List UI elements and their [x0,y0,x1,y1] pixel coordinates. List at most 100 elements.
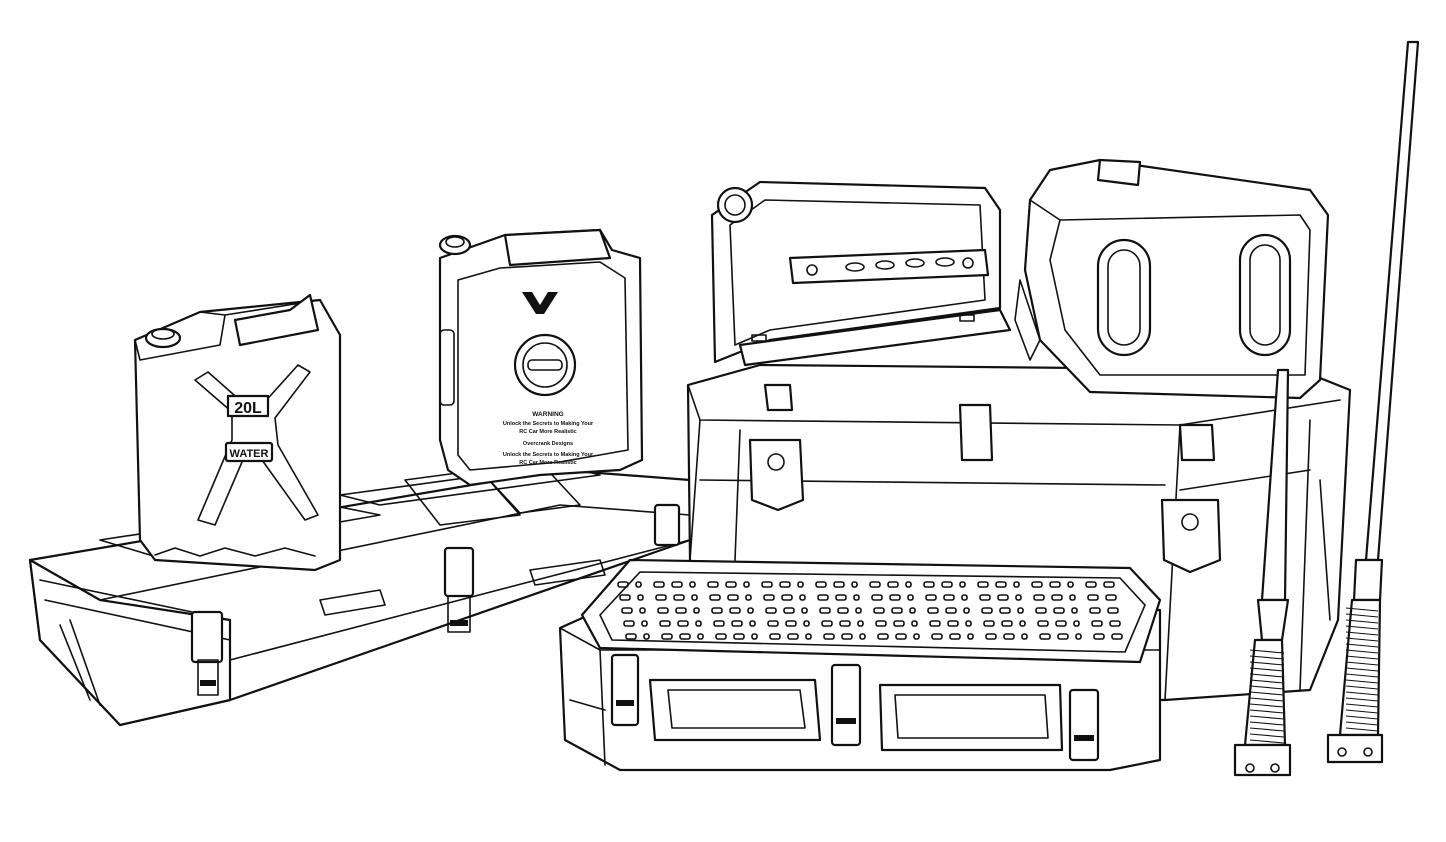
molle-slot [641,620,648,627]
molle-slot [931,633,943,640]
jerrycan-capacity-badge: 20L [226,394,270,418]
molle-slot [1021,633,1028,640]
molle-slot [1031,581,1043,588]
long-case-latch-center [443,546,475,633]
warning-line-2: RC Car More Realistic [519,429,576,435]
molle-slot [635,581,642,588]
molle-slot [1075,633,1082,640]
molle-slot-grid [617,581,1123,640]
capacity-label: 20L [234,400,262,417]
molle-slot [979,594,991,601]
molle-slot [855,607,862,614]
molle-slot [1087,594,1099,601]
molle-slot [1017,607,1024,614]
coil-winding [1249,691,1285,696]
molle-slot [733,633,745,640]
coil-winding [1249,727,1285,732]
molle-slot [767,620,779,627]
molle-slot [749,620,756,627]
molle-slot [707,581,719,588]
molle-slot [751,633,758,640]
molle-slot [1053,607,1065,614]
molle-slot [799,594,806,601]
molle-slot [875,620,887,627]
molle-slot [715,633,727,640]
flat-water-can [438,228,644,487]
molle-slot [927,607,939,614]
molle-slot [859,633,866,640]
molle-slot [963,607,970,614]
coil-winding [1345,649,1379,654]
molle-slot [815,581,827,588]
molle-slot [893,620,905,627]
footer-line-1: Unlock the Secrets to Making Your [503,452,594,458]
molle-slot [983,620,995,627]
molle-slot [851,581,858,588]
molle-slot [621,607,633,614]
molle-slot [1037,620,1049,627]
coil-winding [1345,703,1379,708]
molle-slot [1103,581,1115,588]
molle-slot [999,607,1011,614]
molle-slot [909,607,916,614]
molle-slot [783,607,795,614]
molle-slot [871,594,883,601]
molle-slot [1111,633,1123,640]
brand-name: Overcrank Designs [523,441,573,447]
molle-slot [1049,581,1061,588]
molle-slot [727,594,739,601]
chest-latch-left [748,383,805,512]
molle-slot [837,607,849,614]
molle-slot [787,633,799,640]
coil-winding [1249,709,1285,714]
coil-winding [1249,649,1285,654]
molle-slot [743,581,750,588]
molle-slot [1105,594,1117,601]
coil-winding [1345,721,1379,726]
molle-slot [835,594,847,601]
molle-slot [1109,620,1121,627]
molle-slot [711,607,723,614]
coil-winding [1345,715,1379,720]
warning-title: WARNING [532,411,563,418]
molle-slot [763,594,775,601]
jerrycan-contents-badge: WATER [224,441,274,463]
molle-slot [887,581,899,588]
footer-line-2: RC Car More Realistic [519,460,576,466]
molle-slot [943,594,955,601]
molle-slot [833,581,845,588]
molle-slot [639,607,646,614]
warning-line-1: Unlock the Secrets to Making Your [503,421,594,427]
coil-winding [1249,655,1285,660]
molle-slot [895,633,907,640]
molle-slot [655,594,667,601]
molle-slot [1089,607,1101,614]
molle-slot [617,581,629,588]
coil-winding [1249,697,1285,702]
coil-winding [1249,721,1285,726]
coil-winding [1345,655,1379,660]
molle-slot [905,581,912,588]
molle-slot [959,581,966,588]
molle-slot [731,620,743,627]
molle-slot [1003,633,1015,640]
molle-slot [797,581,804,588]
molle-slot [911,620,918,627]
rear-flat-fuel-can [710,180,1012,367]
coil-winding [1249,673,1285,678]
coil-winding [1345,673,1379,678]
molle-slot [981,607,993,614]
coil-winding [1345,679,1379,684]
molle-slot [1091,620,1103,627]
warning-panel: WARNING Unlock the Secrets to Making You… [503,411,594,466]
molle-slot [857,620,864,627]
molle-slot [691,594,698,601]
coil-winding [1345,691,1379,696]
coil-winding [1249,703,1285,708]
molle-slot [745,594,752,601]
molle-slot [689,581,696,588]
molle-slot [653,581,665,588]
contents-label: WATER [230,448,269,460]
molle-slot [673,594,685,601]
